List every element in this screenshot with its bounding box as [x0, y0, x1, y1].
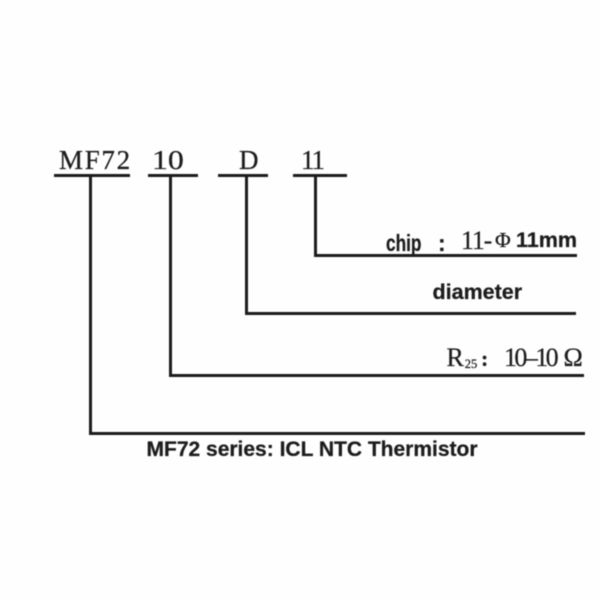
part-code-diameter: 11	[301, 144, 325, 175]
dropline-series	[89, 174, 92, 435]
resistance-subscript: 25	[464, 357, 478, 372]
callout-rule-series	[89, 432, 585, 435]
resistance-symbol: R	[446, 343, 464, 372]
dropline-resistance	[169, 174, 172, 377]
chip-colon: :	[438, 229, 446, 256]
series-label: MF72 series: ICL NTC Thermistor	[146, 437, 478, 461]
underline-type-code	[218, 174, 268, 177]
part-code-resistance: 10	[151, 144, 184, 175]
diameter-label: diameter	[432, 279, 523, 304]
omega-symbol: Ω	[563, 342, 583, 372]
chip-value-size: 11mm	[516, 228, 577, 252]
callout-rule-diameter	[245, 312, 576, 315]
resistance-colon: :	[481, 346, 489, 372]
underline-series-code	[54, 174, 130, 177]
underline-diameter-code	[293, 174, 347, 177]
callout-rule-resistance	[169, 374, 584, 377]
dropline-diameter	[314, 174, 317, 257]
dropline-type	[245, 174, 248, 315]
part-code-type: D	[239, 144, 259, 175]
underline-resistance-code	[148, 174, 198, 177]
chip-value-count: 11-	[461, 225, 493, 255]
callout-rule-chip	[314, 254, 577, 257]
resistance-value: 10–10	[504, 342, 559, 372]
phi-symbol: Φ	[495, 227, 511, 252]
part-code-series: MF72	[59, 144, 132, 175]
chip-label: chip	[386, 230, 422, 256]
